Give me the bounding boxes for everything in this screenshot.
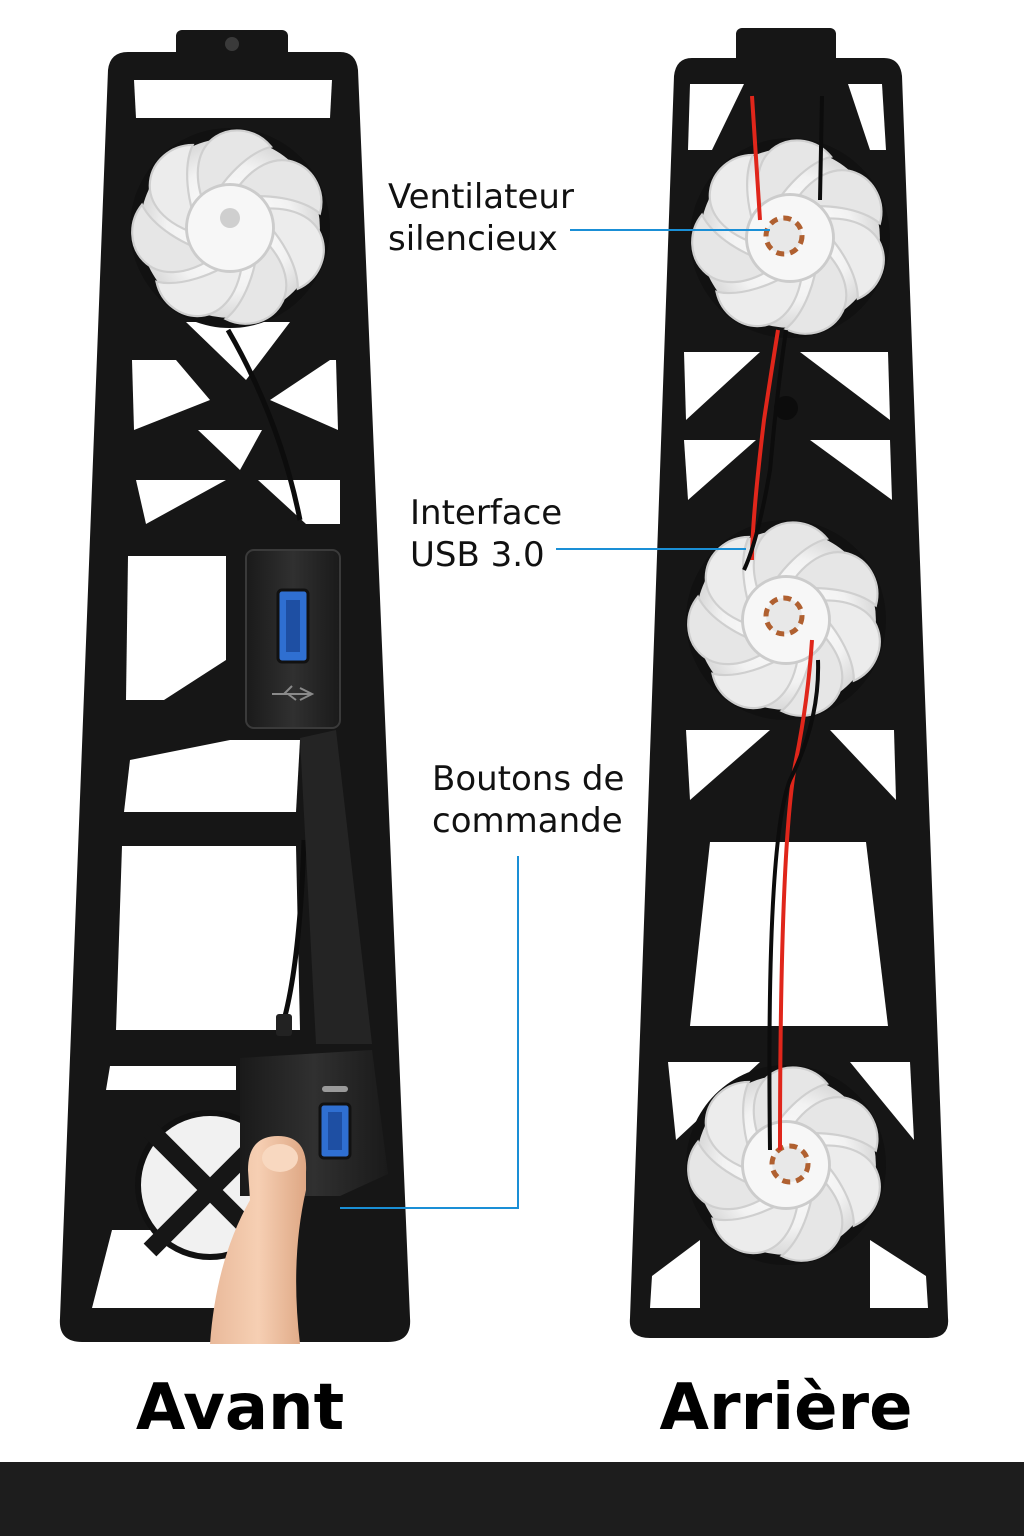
usb-callout-line1: Interface bbox=[410, 493, 563, 533]
wire-red bbox=[750, 95, 814, 1151]
front-view-label: Avant bbox=[135, 1371, 345, 1445]
buttons-callout-line bbox=[340, 856, 519, 1209]
buttons-callout-line2: commande bbox=[432, 801, 623, 841]
finger-pressing-button bbox=[210, 1136, 307, 1344]
bottom-bar bbox=[0, 1462, 1024, 1536]
wire-black bbox=[742, 95, 824, 1151]
back-view-label: Arrière bbox=[659, 1371, 913, 1445]
front-cooling-stand bbox=[59, 30, 411, 1344]
fan-callout: Ventilateur silencieux bbox=[388, 176, 574, 260]
fan-callout-line2: silencieux bbox=[388, 219, 558, 259]
usb-callout-line2: USB 3.0 bbox=[410, 535, 545, 575]
buttons-callout-line1: Boutons de bbox=[432, 759, 625, 799]
back-cooling-stand bbox=[629, 28, 949, 1338]
usb-symbol-icon bbox=[272, 685, 315, 701]
fan-callout-line1: Ventilateur bbox=[388, 177, 574, 217]
usb-callout: Interface USB 3.0 bbox=[410, 492, 562, 576]
buttons-callout: Boutons de commande bbox=[432, 758, 624, 842]
